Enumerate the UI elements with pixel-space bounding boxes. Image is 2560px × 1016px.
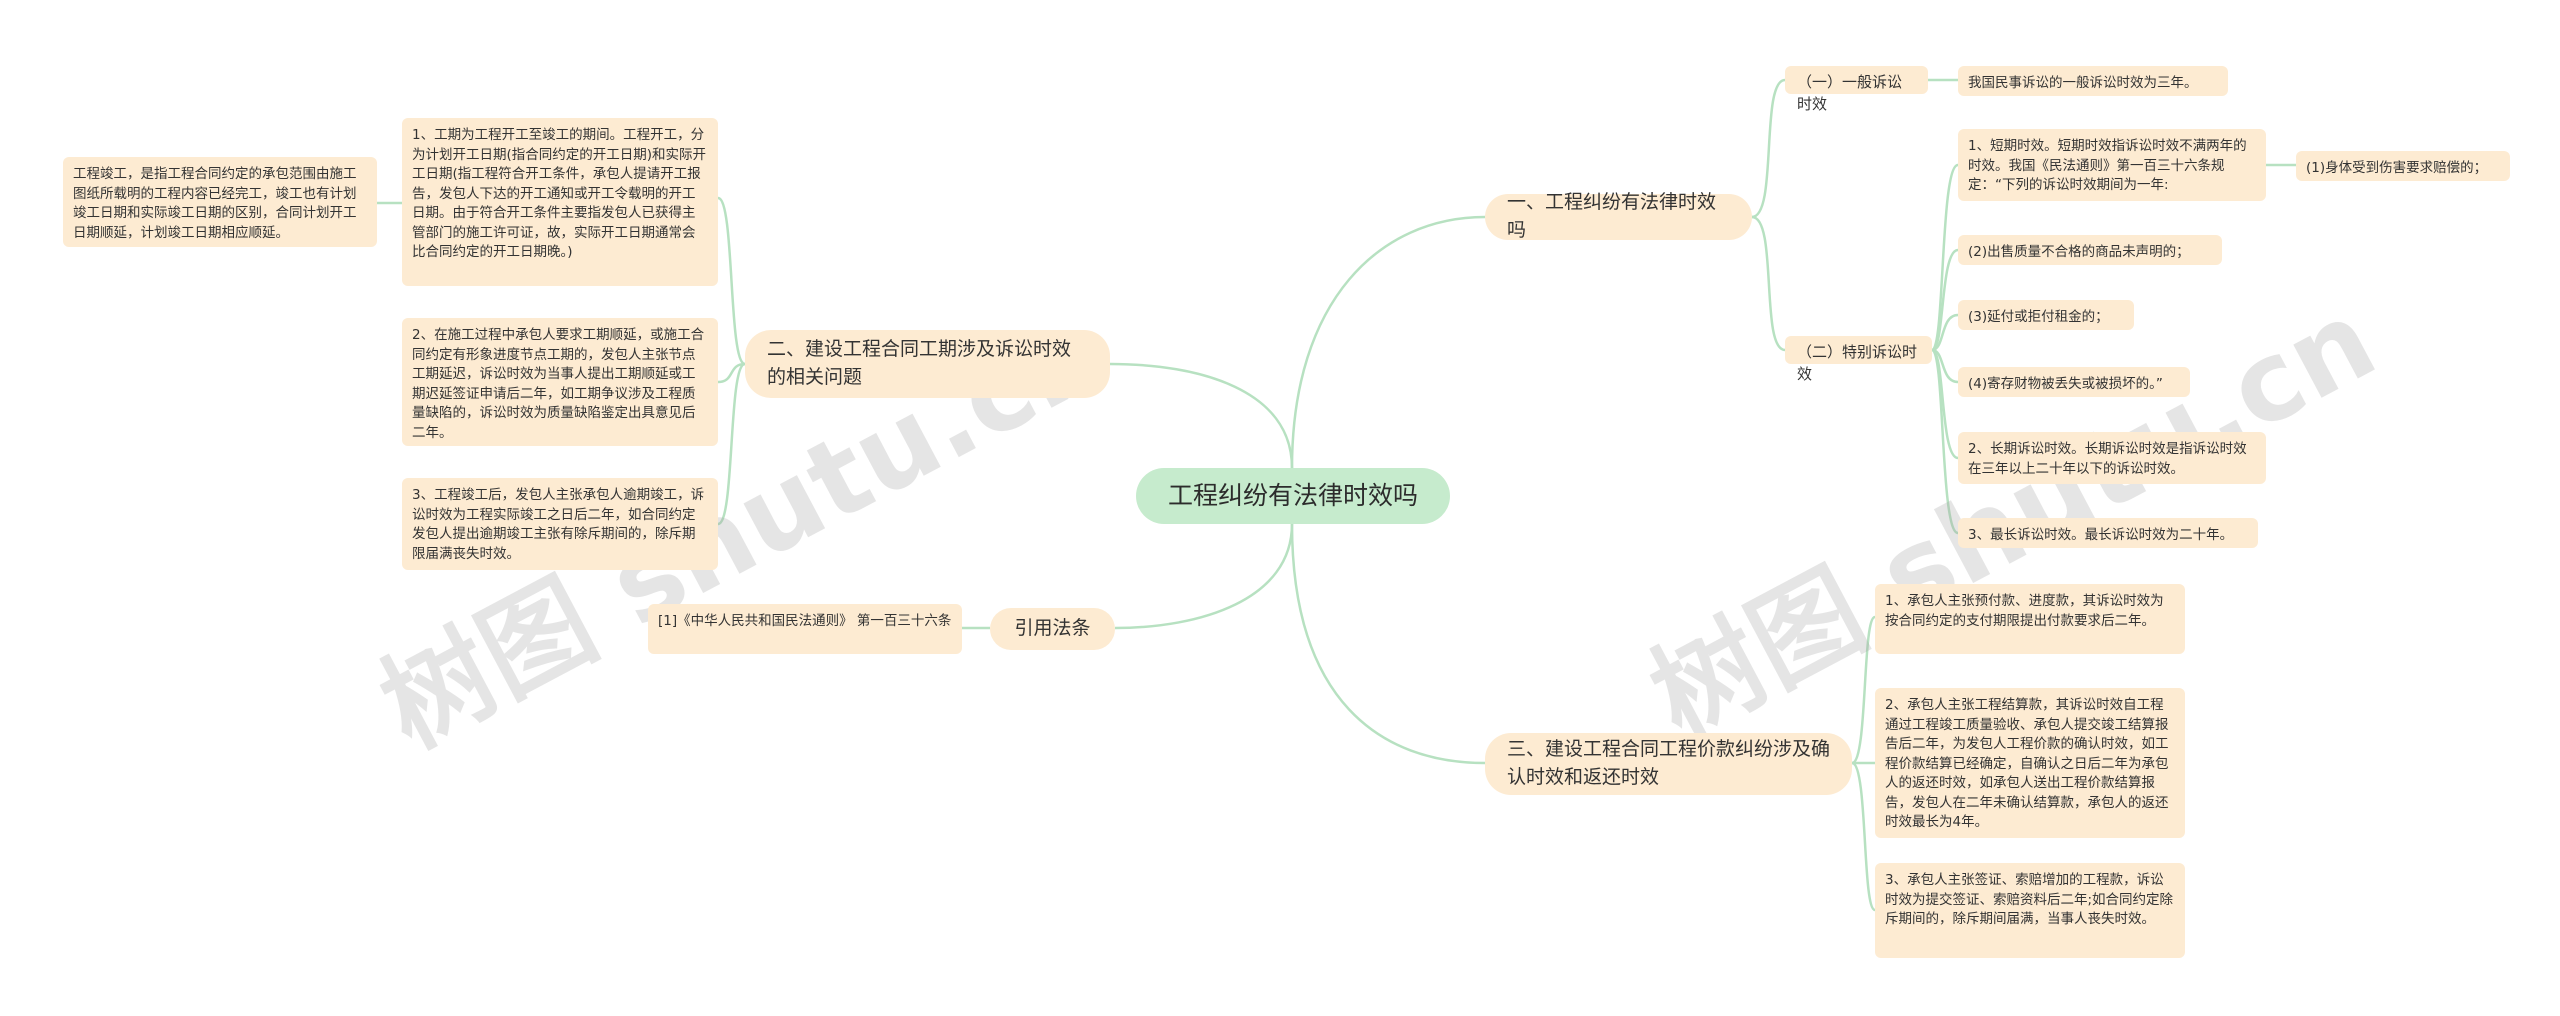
special-limitation-node[interactable]: （二）特别诉讼时效 <box>1785 336 1932 383</box>
link-special-item3 <box>1931 313 1959 352</box>
link-root-b3 <box>1290 523 1486 765</box>
link-root-b2 <box>1109 362 1294 469</box>
payment-leaf-advance[interactable]: 1、承包人主张预付款、进度款，其诉讼时效为按合同约定的支付期限提出付款要求后二年… <box>1875 584 2185 654</box>
item-deposit-text[interactable]: (4)寄存财物被丢失或被损坏的。” <box>1958 367 2190 397</box>
link-root-b4 <box>1114 523 1294 630</box>
payment-leaf-settlement[interactable]: 2、承包人主张工程结算款，其诉讼时效自工程通过工程竣工质量验收、承包人提交竣工结… <box>1875 688 2185 838</box>
link-b1-general <box>1751 78 1786 219</box>
max-limitation-text[interactable]: 3、最长诉讼时效。最长诉讼时效为二十年。 <box>1958 518 2258 548</box>
branch-legal-limitation[interactable]: 一、工程纠纷有法律时效吗 <box>1485 191 1752 241</box>
cited-law-text[interactable]: [1]《中华人民共和国民法通则》 第一百三十六条 <box>648 604 962 654</box>
period-leaf-overdue[interactable]: 3、工程竣工后，发包人主张承包人逾期竣工，诉讼时效为工程实际竣工之日后二年，如合… <box>402 478 718 570</box>
link-special-max <box>1930 348 1959 535</box>
general-limitation-text[interactable]: 我国民事诉讼的一般诉讼时效为三年。 <box>1958 66 2228 96</box>
root-node[interactable]: 工程纠纷有法律时效吗 <box>1136 468 1450 524</box>
link-special-short <box>1930 163 1959 352</box>
long-limitation-text[interactable]: 2、长期诉讼时效。长期诉讼时效是指诉讼时效在三年以上二十年以下的诉讼时效。 <box>1958 432 2266 484</box>
link-b1-special <box>1751 215 1786 352</box>
item-injury-text[interactable]: (1)身体受到伤害要求赔偿的； <box>2296 151 2510 181</box>
item-defective-goods-text[interactable]: (2)出售质量不合格的商品未声明的； <box>1958 235 2222 265</box>
link-root-b1 <box>1290 215 1486 469</box>
branch-construction-period[interactable]: 二、建设工程合同工期涉及诉讼时效的相关问题 <box>745 330 1110 398</box>
branch-cited-law[interactable]: 引用法条 <box>990 608 1115 650</box>
period-leaf-completion-note[interactable]: 工程竣工，是指工程合同约定的承包范围由施工图纸所载明的工程内容已经完工，竣工也有… <box>63 157 377 247</box>
link-b2-leaf3 <box>717 362 746 526</box>
period-leaf-definition[interactable]: 1、工期为工程开工至竣工的期间。工程开工，分为计划开工日期(指合同约定的开工日期… <box>402 118 718 286</box>
general-limitation-node[interactable]: （一）一般诉讼时效 <box>1785 66 1928 113</box>
link-b2-leaf2 <box>717 362 746 384</box>
item-rent-text[interactable]: (3)延付或拒付租金的； <box>1958 300 2134 330</box>
link-b2-leaf1 <box>717 196 746 366</box>
link-special-item2 <box>1931 248 1959 352</box>
period-leaf-extension[interactable]: 2、在施工过程中承包人要求工期顺延，或施工合同约定有形象进度节点工期的，发包人主… <box>402 318 718 446</box>
branch-payment-disputes[interactable]: 三、建设工程合同工程价款纠纷涉及确认时效和返还时效 <box>1485 733 1852 795</box>
link-special-long <box>1931 348 1959 460</box>
link-b3-leaf1 <box>1851 615 1877 765</box>
short-limitation-text[interactable]: 1、短期时效。短期时效指诉讼时效不满两年的时效。我国《民法通则》第一百三十六条规… <box>1958 129 2266 201</box>
payment-leaf-claims[interactable]: 3、承包人主张签证、索赔增加的工程款，诉讼时效为提交签证、索赔资料后二年;如合同… <box>1875 863 2185 958</box>
link-b3-leaf3 <box>1851 761 1877 912</box>
